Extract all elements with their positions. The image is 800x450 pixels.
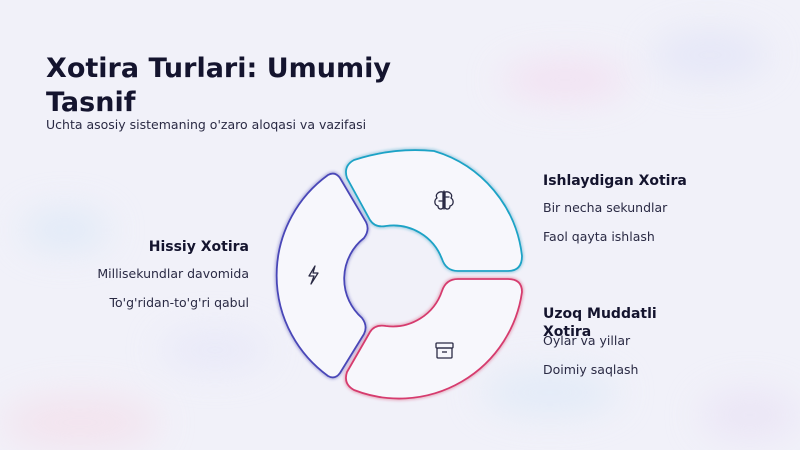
- segment-uzoq[interactable]: [345, 278, 523, 400]
- background-blob: [650, 30, 770, 80]
- segment-title-uzoq: Uzoq Muddatli Xotira: [543, 306, 657, 340]
- background-blob: [20, 210, 110, 250]
- background-blob: [480, 370, 620, 415]
- segment-detail-uzoq-1: Oylar va yillar: [543, 333, 631, 348]
- background-blob: [500, 60, 630, 100]
- background-blob: [0, 395, 160, 450]
- segment-detail-ishlaydigan-2: Faol qayta ishlash: [543, 229, 655, 244]
- page-title: Xotira Turlari: Umumiy Tasnif: [46, 53, 391, 118]
- background-blob: [700, 390, 800, 440]
- lightning-icon: [308, 265, 319, 285]
- segment-title-ishlaydigan: Ishlaydigan Xotira: [543, 173, 687, 189]
- segment-ishlaydigan[interactable]: [345, 149, 523, 272]
- segment-title-hissiy: Hissiy Xotira: [148, 239, 249, 255]
- background-blob: [160, 330, 270, 370]
- archive-icon: [435, 342, 454, 359]
- segment-detail-uzoq-2: Doimiy saqlash: [543, 362, 639, 377]
- segment-detail-hissiy-1: Millisekundlar davomida: [97, 266, 249, 281]
- brain-icon: [434, 190, 454, 210]
- page-subtitle: Uchta asosiy sistemaning o'zaro aloqasi …: [46, 117, 367, 132]
- segment-hissiy[interactable]: [275, 172, 369, 379]
- segment-detail-hissiy-2: To'g'ridan-to'g'ri qabul: [109, 295, 249, 310]
- segment-detail-ishlaydigan-1: Bir necha sekundlar: [543, 200, 668, 215]
